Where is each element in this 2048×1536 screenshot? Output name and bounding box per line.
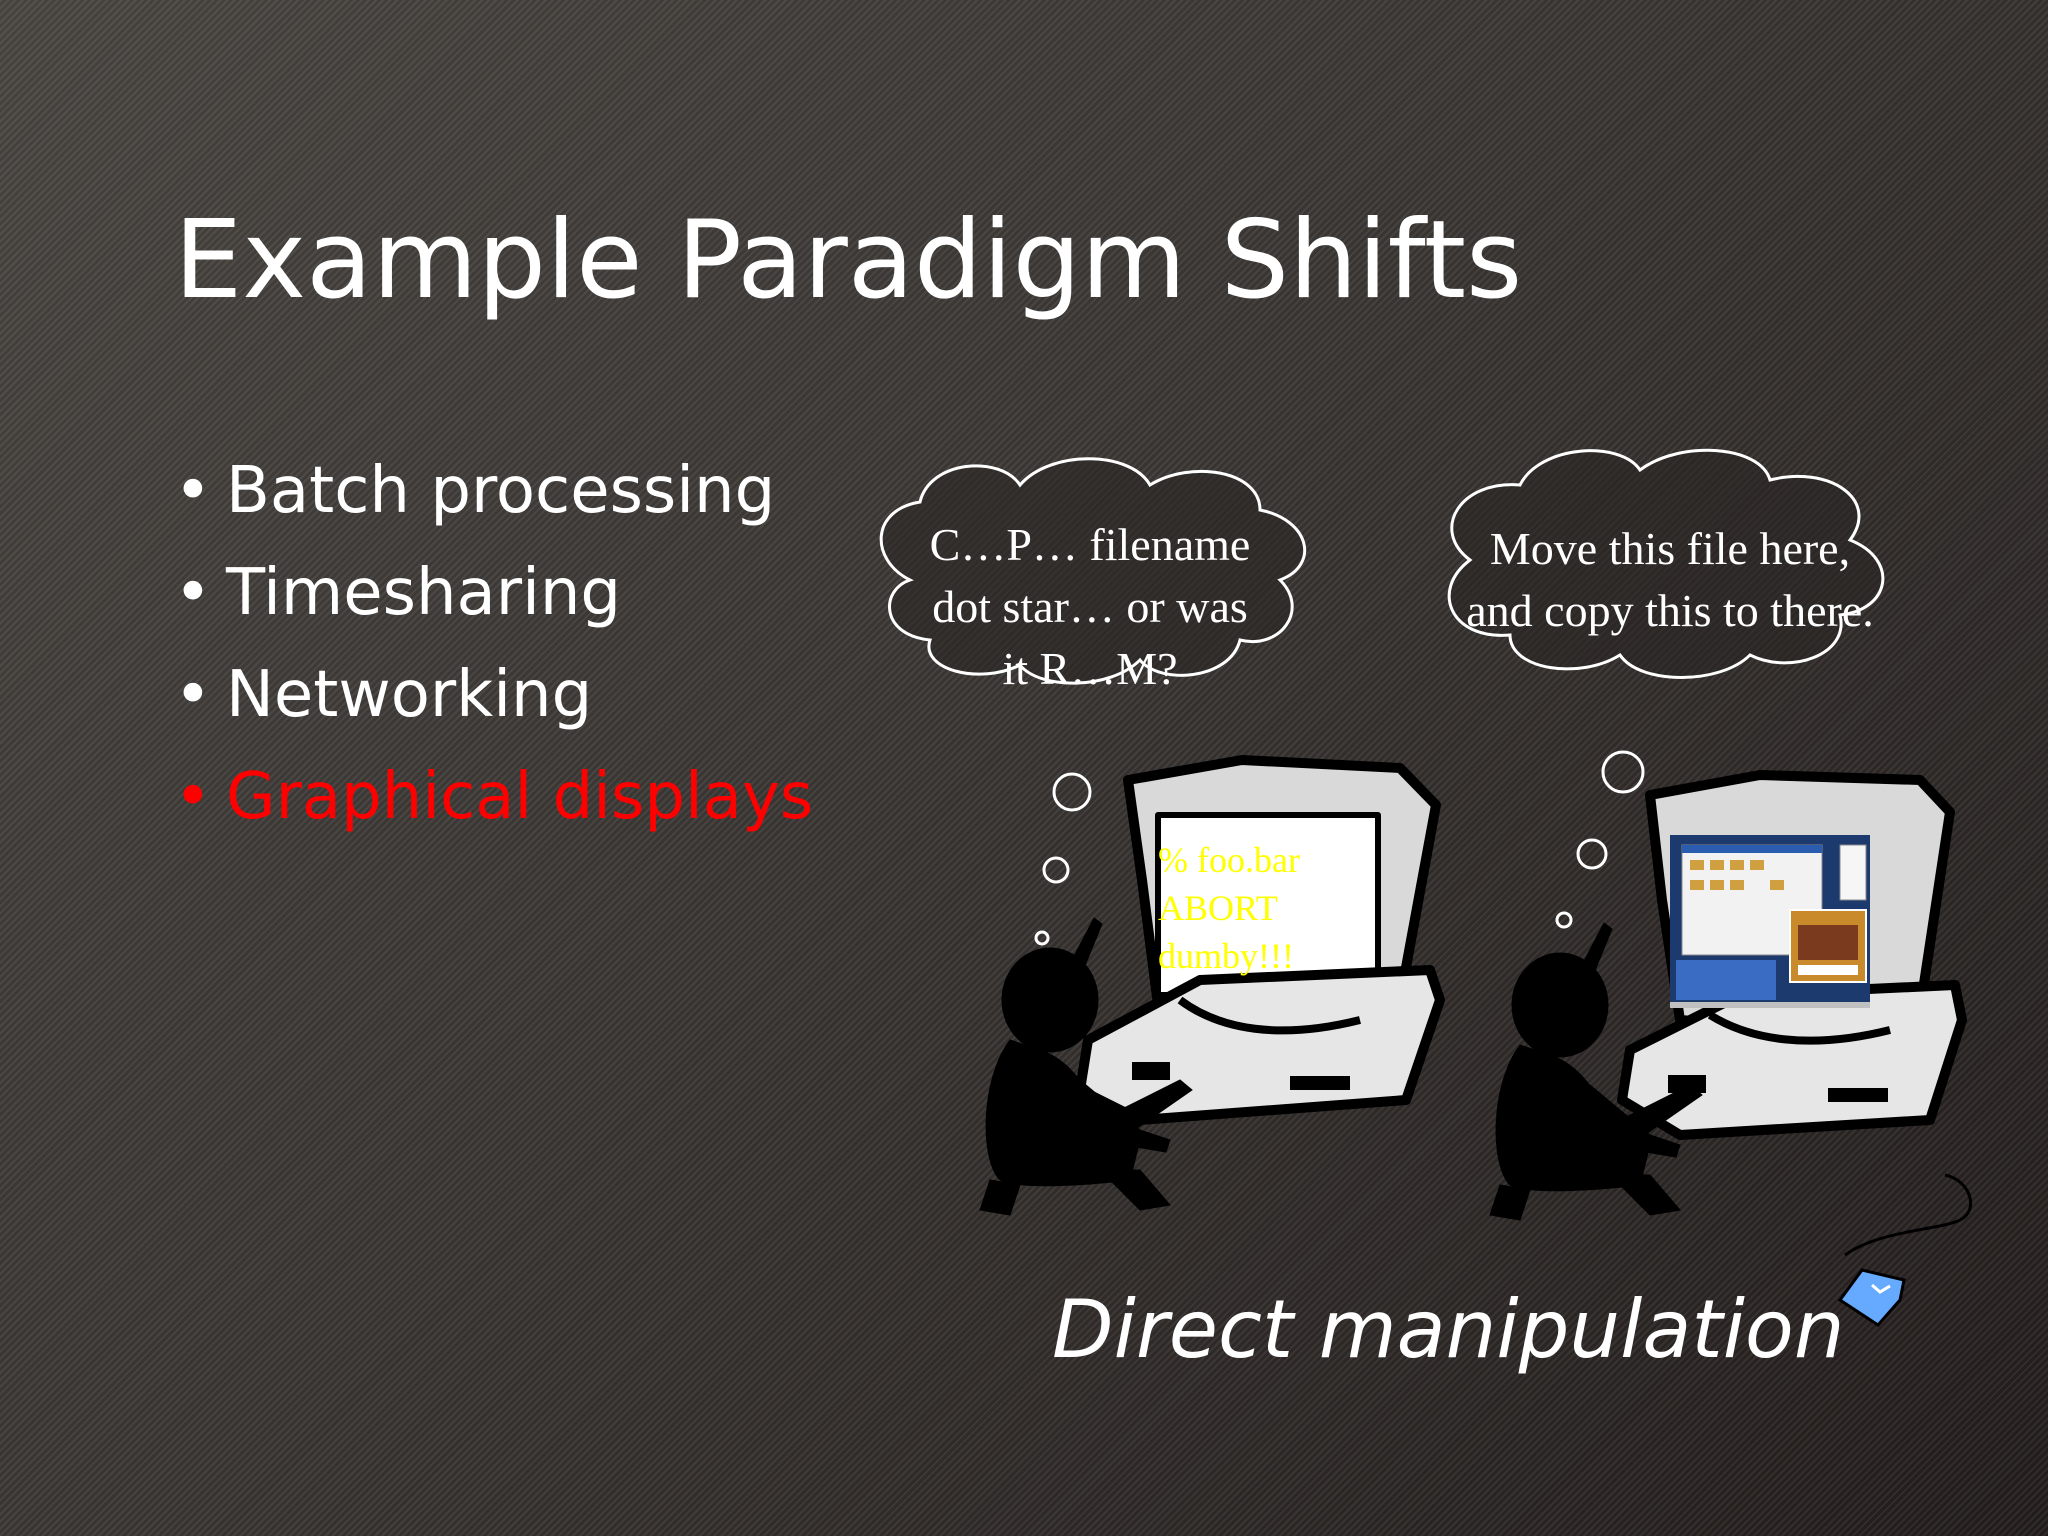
right-thought-dots (1555, 750, 1645, 929)
bullet-item: •Batch processing (174, 440, 813, 542)
illustration-caption: Direct manipulation (1052, 1283, 1845, 1376)
slide-title: Example Paradigm Shifts (174, 198, 1523, 323)
terminal-line: ABORT (1158, 888, 1278, 928)
bullet-dot: • (174, 658, 212, 732)
bullet-dot: • (174, 556, 212, 630)
bullet-list: •Batch processing •Timesharing •Networki… (174, 440, 813, 848)
bullet-item: •Networking (174, 644, 813, 746)
terminal-screen-text: % foo.bar ABORT dumby!!! (1158, 836, 1300, 980)
bullet-text: Graphical displays (226, 760, 814, 834)
thought-line: Move this file here, (1489, 523, 1851, 574)
thought-line: C…P… filename (929, 519, 1251, 570)
terminal-line: % foo.bar (1158, 840, 1300, 880)
right-thought-cloud (1447, 448, 1885, 679)
thought-line: and copy this to there. (1466, 585, 1874, 636)
bullet-item-highlighted: •Graphical displays (174, 746, 813, 848)
bullet-text: Timesharing (226, 556, 622, 630)
terminal-line: dumby!!! (1158, 936, 1294, 976)
left-thought-dots (1034, 772, 1092, 946)
left-person (979, 917, 1193, 1216)
desktop-screenshot (1670, 835, 1870, 1008)
left-thought-text: C…P… filename dot star… or was it R…M? (840, 514, 1340, 700)
illustration-drawing (879, 448, 1973, 1327)
bullet-dot: • (174, 760, 212, 834)
right-person (1489, 922, 1703, 1221)
bullet-text: Networking (226, 658, 593, 732)
bullet-text: Batch processing (226, 454, 776, 528)
thought-line: it R…M? (1002, 643, 1178, 694)
right-thought-text: Move this file here, and copy this to th… (1430, 518, 1910, 642)
file-icon (1837, 1173, 1973, 1327)
thought-line: dot star… or was (932, 581, 1248, 632)
bullet-item: •Timesharing (174, 542, 813, 644)
left-thought-cloud (879, 457, 1307, 685)
bullet-dot: • (174, 454, 212, 528)
computer-users-illustration: C…P… filename dot star… or was it R…M? M… (840, 440, 1980, 1340)
